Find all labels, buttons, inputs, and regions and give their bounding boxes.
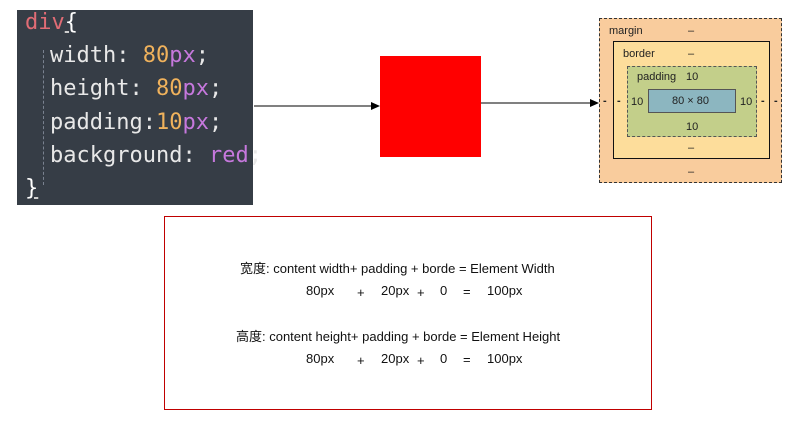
arrowhead-box-to-model — [590, 99, 599, 107]
border-label: border — [623, 48, 655, 60]
code-unit: px — [182, 110, 209, 135]
code-selector: div — [25, 10, 65, 35]
width-value-content: 80px — [306, 283, 335, 298]
padding-right-value: 10 — [740, 96, 753, 108]
code-line-padding: padding:10px; — [50, 110, 222, 136]
code-sep: : — [182, 143, 209, 168]
width-plus-1: + — [357, 285, 365, 300]
width-formula: 宽度: content width+ padding + borde = Ele… — [240, 261, 555, 276]
code-sep: : — [129, 76, 156, 101]
code-prop: height — [50, 76, 130, 101]
code-line-selector: div{ — [25, 10, 78, 36]
code-sep: : — [116, 43, 143, 68]
padding-top-value: 10 — [686, 71, 699, 83]
padding-left-value: 10 — [631, 96, 644, 108]
code-num: 10 — [155, 110, 183, 135]
code-close-brace: } — [25, 176, 39, 201]
arrowhead-code-to-box — [371, 102, 380, 110]
code-keyword: red — [208, 143, 249, 168]
height-value-content: 80px — [306, 351, 335, 366]
border-top-value: – — [688, 48, 695, 60]
code-line-background: background: red; — [50, 143, 262, 169]
code-end: ; — [248, 143, 262, 168]
margin-right-value: - — [774, 95, 778, 107]
height-value-total: 100px — [487, 351, 523, 366]
padding-label: padding — [637, 71, 677, 83]
border-right-value: - — [761, 95, 765, 107]
code-line-close: } — [25, 176, 38, 202]
margin-top-value: – — [688, 25, 695, 37]
width-value-padding: 20px — [381, 283, 410, 298]
margin-bottom-value: – — [688, 166, 695, 178]
height-formula: 高度: content height+ padding + borde = El… — [236, 329, 561, 344]
code-prop: padding — [50, 110, 143, 135]
code-prop: background — [50, 143, 183, 168]
code-end: ; — [208, 110, 223, 135]
code-sep: : — [142, 110, 156, 135]
indent-guide — [43, 50, 44, 185]
code-end: ; — [208, 76, 223, 101]
code-end: ; — [195, 43, 209, 68]
height-plus-1: + — [357, 353, 365, 368]
content-size: 80 × 80 — [672, 95, 710, 107]
padding-bottom-value: 10 — [686, 121, 699, 133]
height-value-padding: 20px — [381, 351, 410, 366]
formula-frame — [164, 216, 652, 410]
code-line-height: height: 80px; — [50, 76, 222, 102]
margin-label: margin — [609, 25, 643, 37]
border-left-value: - — [617, 95, 621, 107]
box-model-content — [648, 89, 736, 113]
height-equals: = — [463, 352, 471, 367]
width-plus-2: + — [417, 285, 425, 300]
height-plus-2: + — [417, 353, 425, 368]
border-bottom-value: – — [688, 142, 695, 154]
code-prop: width — [50, 43, 117, 68]
code-open-brace: { — [64, 10, 78, 35]
code-line-width: width: 80px; — [50, 43, 209, 69]
code-num: 80 — [155, 76, 183, 101]
width-value-total: 100px — [487, 283, 523, 298]
code-unit: px — [169, 43, 196, 68]
width-equals: = — [463, 284, 471, 299]
css-code-panel: div{ width: 80px; height: 80px; padding:… — [17, 10, 262, 205]
code-num: 80 — [142, 43, 170, 68]
code-unit: px — [182, 76, 209, 101]
height-value-border: 0 — [440, 351, 448, 366]
width-value-border: 0 — [440, 283, 448, 298]
margin-left-value: - — [603, 95, 607, 107]
rendered-red-box — [380, 56, 481, 157]
